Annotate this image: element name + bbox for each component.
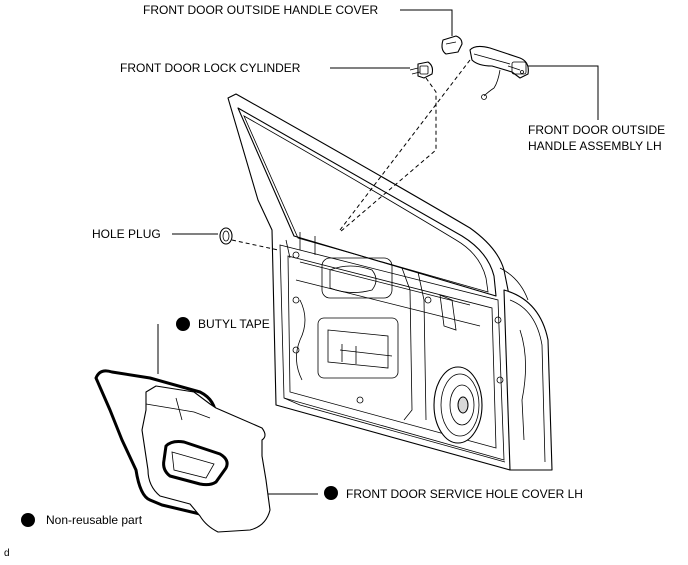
non-reusable-marker-service-cover [324, 486, 338, 500]
lock-cylinder-label: FRONT DOOR LOCK CYLINDER [120, 61, 301, 75]
outside-handle-cover-part [441, 35, 463, 55]
outside-handle-cover-label: FRONT DOOR OUTSIDE HANDLE COVER [143, 3, 378, 17]
hole-plug-part [219, 227, 233, 245]
speaker [433, 366, 483, 444]
legend-non-reusable-label: Non-reusable part [46, 513, 143, 527]
outside-handle-assembly-part [469, 45, 529, 100]
service-hole-cover-label: FRONT DOOR SERVICE HOLE COVER LH [346, 487, 583, 501]
lock-cylinder-part [409, 61, 434, 79]
butyl-tape-label: BUTYL TAPE [198, 317, 270, 331]
front-door-frame [227, 93, 553, 471]
hole-plug-label: HOLE PLUG [92, 227, 161, 241]
handle-assembly-label-line2: HANDLE ASSEMBLY LH [528, 139, 662, 153]
legend-non-reusable-icon [21, 513, 35, 527]
service-hole-cover-part [94, 369, 271, 533]
corner-mark: d [4, 548, 10, 559]
leader-lines [157, 9, 599, 495]
handle-assembly-label-line1: FRONT DOOR OUTSIDE [528, 123, 665, 137]
non-reusable-marker-butyl [176, 317, 190, 331]
